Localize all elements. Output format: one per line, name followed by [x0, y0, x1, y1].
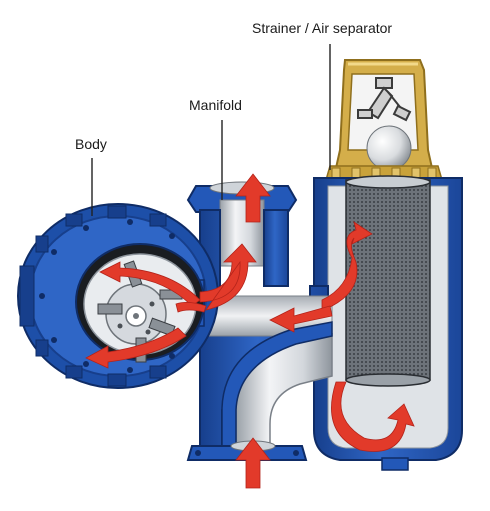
label-strainer-air-separator: Strainer / Air separator — [252, 20, 393, 36]
strainer-screen-icon — [345, 179, 431, 381]
float-ball-icon — [366, 125, 412, 171]
air-eliminator-head — [325, 59, 443, 181]
flow-arrow-icon — [269, 305, 333, 333]
flow-arrow-icon — [321, 221, 373, 311]
flow-arrow-icon — [199, 243, 257, 311]
flow-arrows — [85, 173, 415, 489]
label-manifold: Manifold — [189, 97, 242, 113]
flow-arrow-icon — [175, 302, 207, 313]
label-body: Body — [75, 136, 107, 152]
flow-arrow-icon — [99, 261, 201, 307]
flow-arrow-icon — [85, 327, 187, 369]
float-linkage — [357, 77, 412, 122]
flow-arrow-icon — [235, 437, 271, 489]
manifold — [181, 181, 333, 461]
flow-arrow-icon — [235, 173, 271, 223]
leader-lines — [91, 44, 331, 216]
flow-arrow-icon — [331, 381, 415, 452]
